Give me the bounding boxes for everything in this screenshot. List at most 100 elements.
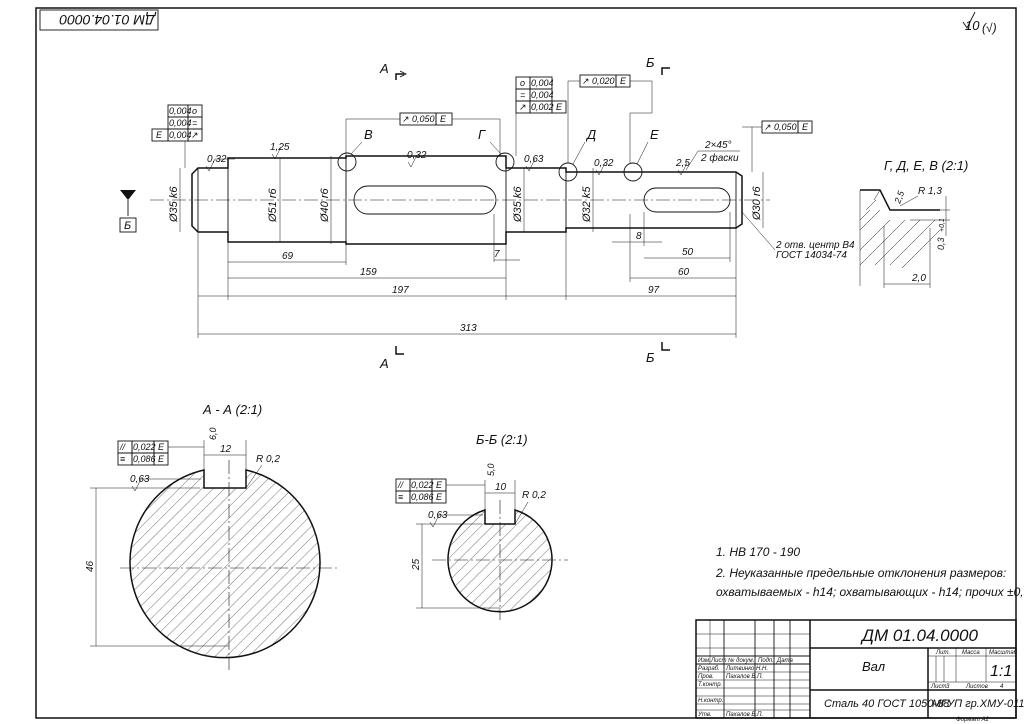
tb-format: Формат А2: [956, 717, 989, 723]
svg-text:=: =: [192, 118, 197, 128]
section-mark-a-bottom: А: [379, 356, 389, 371]
svg-text:Е: Е: [620, 76, 627, 86]
dimension-lines: 69 159 7 197 97 313 8 50 60: [197, 212, 737, 338]
section-mark-b-bottom: Б: [646, 350, 655, 365]
section-aa-body: [129, 469, 321, 659]
svg-text:↗: ↗: [191, 130, 199, 140]
section-mark-a-top: А: [379, 61, 389, 76]
tolerance-frame-right: ↗ 0,050 Е: [742, 120, 813, 172]
tb-code: ДМ 01.04.0000: [860, 626, 978, 645]
tb-org: МГУП гр.ХМУ-011: [932, 698, 1024, 710]
tb-role-name-0: Литвинко Н.Н.: [725, 666, 768, 672]
datum-triangle: [120, 190, 136, 200]
svg-text:0,002: 0,002: [531, 102, 554, 112]
section-aa-title: А - А (2:1): [202, 402, 262, 417]
svg-text:2,5: 2,5: [675, 158, 690, 169]
note-2: 2. Неуказанные предельные отклонения раз…: [715, 566, 1006, 580]
tb-role-2: Т.контр.: [698, 682, 722, 688]
dia-1: Ø35 k6: [168, 186, 180, 223]
svg-text:50: 50: [682, 247, 694, 258]
tb-scale: 1:1: [990, 663, 1012, 680]
detail-title: Г, Д, Е, В (2:1): [884, 158, 968, 173]
svg-text:0,32: 0,32: [207, 154, 227, 165]
dia-2: Ø51 r6: [267, 187, 279, 223]
roughness-marks: 0,32 1,25 0,32 0,63 0,32 2,5: [205, 142, 690, 176]
svg-text:≡: ≡: [120, 454, 125, 464]
section-aa-key-width: 12: [220, 444, 232, 455]
svg-text://: //: [397, 480, 405, 490]
detail-circle-e: [623, 162, 643, 182]
svg-text:↗: ↗: [519, 102, 527, 112]
svg-text:8: 8: [636, 231, 642, 242]
tb-role-5: Утв.: [697, 712, 712, 718]
svg-text:0,020: 0,020: [592, 76, 615, 86]
chamfer-note-2: 2 фаски: [700, 152, 739, 164]
tolerance-frame-left: 0,004 о 0,004 = Е 0,004 ↗: [151, 104, 203, 168]
svg-text:Е: Е: [158, 454, 165, 464]
svg-text:о: о: [192, 106, 197, 116]
dia-5: Ø32 k5: [581, 186, 593, 223]
tb-header-4: Дата: [776, 658, 793, 664]
center-note-1: 2 отв. центр В4: [775, 240, 855, 251]
dia-3: Ø40 r6: [319, 187, 331, 223]
svg-text:0,004: 0,004: [169, 106, 192, 116]
svg-text:↗: ↗: [402, 114, 410, 124]
svg-text:0,004: 0,004: [169, 130, 192, 140]
chamfer-note-1: 2×45°: [704, 140, 732, 151]
tb-header-3: Подп.: [758, 658, 774, 664]
sheet-frame: [35, 7, 1017, 719]
detail-width: 2,0: [911, 273, 926, 284]
svg-text:Е: Е: [436, 480, 443, 490]
tb-role-4: Н.контр.: [698, 698, 723, 704]
tb-sheets-no: 4: [1000, 684, 1004, 690]
section-aa-radius: R 0,2: [256, 454, 280, 465]
svg-text:0,086: 0,086: [133, 454, 156, 464]
stamp-box: [39, 9, 159, 31]
note-1: 1. НВ 170 - 190: [716, 545, 800, 559]
tb-role-0: Разраб.: [698, 666, 720, 672]
detail-radius: R 1,3: [918, 186, 942, 197]
svg-text:≡: ≡: [398, 492, 403, 502]
tb-sheet-label: Лист: [930, 684, 946, 690]
section-bb-title: Б-Б (2:1): [476, 432, 528, 447]
tb-sheets-label: Листов: [965, 684, 988, 690]
section-mark-b-top: Б: [646, 55, 655, 70]
label-d: Д: [585, 127, 596, 142]
detail-circle-g: [495, 152, 515, 172]
svg-text:313: 313: [460, 323, 477, 334]
svg-text:=: =: [520, 90, 525, 100]
svg-text:197: 197: [392, 285, 409, 296]
label-g: Г: [478, 127, 486, 142]
tb-role-name-5: Пахалов В.П.: [726, 712, 763, 718]
keyway-left: [353, 185, 497, 215]
label-v: В: [364, 127, 373, 142]
center-note-2: ГОСТ 14034-74: [776, 250, 847, 261]
svg-text:Е: Е: [556, 102, 563, 112]
svg-text:0,004: 0,004: [531, 90, 554, 100]
svg-text:0,004: 0,004: [531, 78, 554, 88]
technical-notes: 1. НВ 170 - 190 2. Неуказанные предельны…: [715, 545, 1024, 599]
svg-text:0,022: 0,022: [133, 442, 156, 452]
general-roughness-symbol: [962, 11, 976, 29]
title-block: ДМ 01.04.0000 Вал Сталь 40 ГОСТ 1050-88 …: [695, 619, 1024, 723]
tb-header-1: Лист: [710, 658, 726, 664]
section-bb: Б-Б (2:1) // 0,022 Е ≡ 0,086 Е 10 5,0 R …: [395, 432, 568, 620]
tb-name: Вал: [862, 659, 886, 674]
svg-text:0,63: 0,63: [524, 154, 544, 165]
svg-text:↗: ↗: [764, 122, 772, 132]
svg-text:7: 7: [494, 249, 500, 260]
svg-text://: //: [119, 442, 127, 452]
tb-col-mass: Масса: [962, 650, 980, 656]
svg-text:Е: Е: [158, 442, 165, 452]
section-bb-depth: 5,0: [486, 463, 496, 476]
tb-col-lit: Лит.: [935, 650, 950, 656]
tolerance-frame-d: ↗ 0,020 Е: [567, 74, 653, 163]
tolerance-frame-g: о 0,004 = 0,004 ↗ 0,002 Е: [515, 76, 567, 156]
svg-text:Е: Е: [156, 130, 163, 140]
section-bb-radius: R 0,2: [522, 490, 546, 501]
svg-text:Е: Е: [802, 122, 809, 132]
svg-text:0,004: 0,004: [169, 118, 192, 128]
svg-text:159: 159: [360, 267, 377, 278]
dia-6: Ø30 r6: [751, 185, 763, 221]
